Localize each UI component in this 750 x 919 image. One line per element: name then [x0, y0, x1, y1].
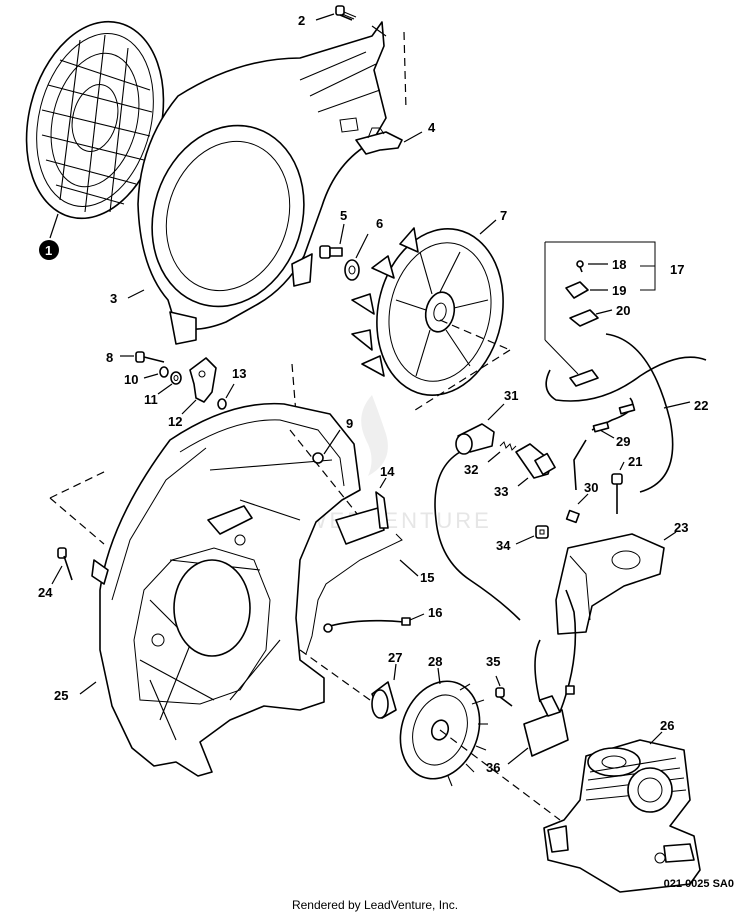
callout-19: 19 [612, 283, 626, 298]
part-4-clip[interactable] [355, 127, 403, 155]
part-2-screw[interactable] [335, 5, 357, 21]
part-35-bolt[interactable] [495, 687, 513, 707]
callout-32: 32 [464, 462, 478, 477]
part-8-bolt[interactable] [135, 351, 165, 363]
part-16-stop-wire[interactable] [323, 617, 411, 633]
part-36-ignition-module[interactable] [523, 589, 577, 757]
callout-4: 4 [428, 120, 436, 135]
part-20-switch-plate[interactable] [569, 309, 599, 327]
callout-1: 1 [45, 243, 52, 258]
callout-17: 17 [670, 262, 684, 277]
part-10-washer[interactable] [159, 366, 169, 378]
drawing-code: 021 0025 SA0 [663, 878, 734, 890]
callout-11: 11 [144, 392, 158, 407]
part-13-washer[interactable] [217, 398, 227, 410]
callout-30: 30 [584, 480, 598, 495]
part-7-fan-impeller[interactable] [351, 217, 518, 407]
part-1-intake-guard[interactable] [7, 7, 183, 233]
callout-28: 28 [428, 654, 442, 669]
part-31-spark-plug-boot[interactable] [434, 423, 521, 621]
part-23-cylinder-shroud[interactable] [555, 533, 665, 635]
part-18-screw[interactable] [576, 260, 584, 273]
callout-6: 6 [376, 216, 383, 231]
callout-22: 22 [694, 398, 708, 413]
callout-5: 5 [340, 208, 347, 223]
footer-credit: Rendered by LeadVenture, Inc. [291, 898, 459, 912]
callout-9: 9 [346, 416, 353, 431]
callout-23: 23 [674, 520, 688, 535]
part-17-switch-kit-bracket [544, 241, 656, 375]
part-24-bolt[interactable] [57, 547, 73, 581]
callout-25: 25 [54, 688, 68, 703]
callout-33: 33 [494, 484, 508, 499]
callout-18: 18 [612, 257, 626, 272]
part-9-screw[interactable] [312, 452, 324, 464]
callout-21: 21 [628, 454, 642, 469]
callout-35: 35 [486, 654, 500, 669]
part-12-bracket[interactable] [189, 357, 217, 403]
callout-31: 31 [504, 388, 518, 403]
callout-24: 24 [38, 585, 53, 600]
callout-10: 10 [124, 372, 138, 387]
callout-12: 12 [168, 414, 182, 429]
part-34-grommet[interactable] [535, 525, 549, 539]
part-3-fan-housing[interactable] [129, 21, 387, 345]
callout-8: 8 [106, 350, 113, 365]
callout-26: 26 [660, 718, 674, 733]
part-26-engine[interactable] [543, 739, 701, 893]
callout-29: 29 [616, 434, 630, 449]
callout-3: 3 [110, 291, 117, 306]
part-32-spring[interactable] [499, 441, 517, 451]
part-33-spark-plug[interactable] [515, 443, 556, 479]
callout-16: 16 [428, 605, 442, 620]
part-22-stop-switch-wire[interactable] [545, 333, 707, 493]
part-11-washer[interactable] [170, 371, 182, 385]
callout-15: 15 [420, 570, 434, 585]
callout-7: 7 [500, 208, 507, 223]
part-5-bolt[interactable] [319, 245, 343, 259]
callout-36: 36 [486, 760, 500, 775]
callout-1-badge [39, 240, 59, 260]
part-25-main-frame[interactable] [91, 402, 361, 777]
part-30-nut[interactable] [565, 509, 580, 524]
callout-34: 34 [496, 538, 511, 553]
callout-27: 27 [388, 650, 402, 665]
callout-2: 2 [298, 13, 305, 28]
part-15-throttle-rod[interactable] [305, 533, 403, 655]
callout-20: 20 [616, 303, 630, 318]
callout-13: 13 [232, 366, 246, 381]
part-14-throttle-lever[interactable] [335, 491, 389, 545]
part-21-screw[interactable] [611, 473, 623, 514]
part-6-washer[interactable] [344, 259, 360, 281]
part-19-switch[interactable] [565, 281, 589, 299]
part-27-cone[interactable] [371, 681, 397, 719]
callout-14: 14 [380, 464, 395, 479]
